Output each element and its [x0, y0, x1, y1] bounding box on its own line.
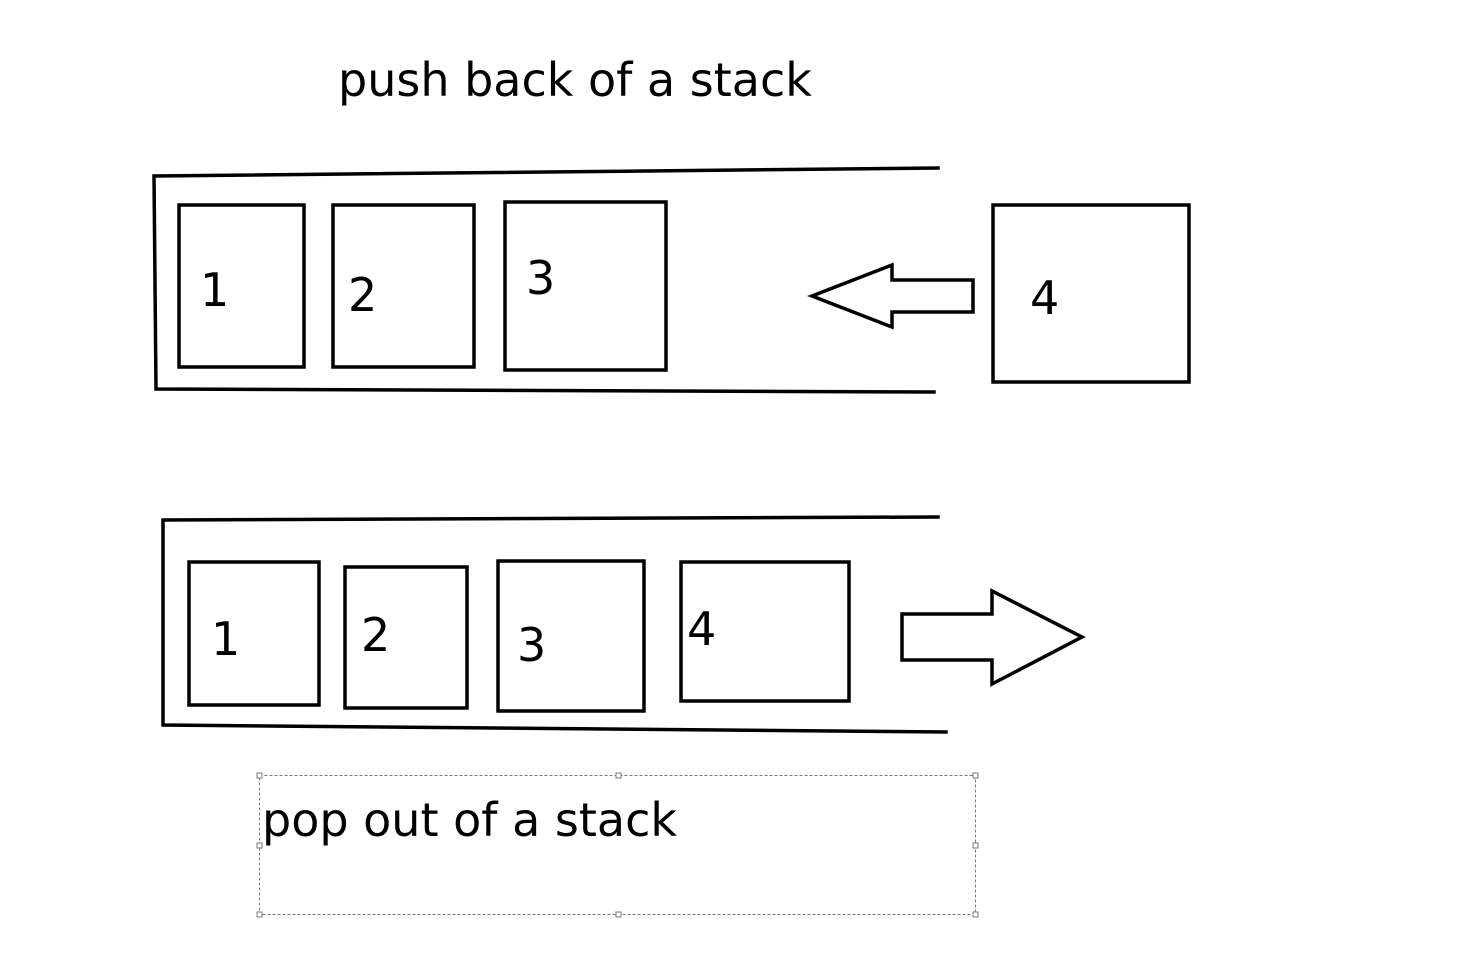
- pop-stack-item-3-label: 3: [517, 618, 546, 672]
- push-incoming-item-4: [991, 203, 1191, 384]
- push-stack-container: [152, 166, 940, 394]
- pop-stack-item-4: [679, 560, 851, 703]
- resize-handle-bottom-left[interactable]: [256, 911, 263, 918]
- resize-handle-top-right[interactable]: [972, 772, 979, 779]
- right-arrow-icon: [900, 588, 1086, 687]
- push-incoming-item-4-label: 4: [1030, 271, 1059, 325]
- push-stack-item-1-label: 1: [200, 263, 229, 317]
- pop-stack-item-3: [496, 559, 646, 713]
- pop-stack-item-2-label: 2: [361, 608, 390, 662]
- resize-handle-bottom-center[interactable]: [615, 911, 622, 918]
- resize-handle-top-center[interactable]: [615, 772, 622, 779]
- pop-section: 1 2 3 4 pop out of a stack: [161, 515, 1086, 918]
- pop-stack-item-1-label: 1: [211, 612, 240, 666]
- pop-title-textbox[interactable]: pop out of a stack: [256, 772, 979, 918]
- push-stack-item-1: [177, 203, 306, 369]
- push-section: push back of a stack 1 2 3 4: [152, 53, 1191, 394]
- pop-stack-container: [161, 515, 948, 734]
- pop-title[interactable]: pop out of a stack: [262, 793, 677, 847]
- push-stack-item-2-label: 2: [348, 268, 377, 322]
- pop-stack-item-2: [343, 565, 469, 710]
- resize-handle-top-left[interactable]: [256, 772, 263, 779]
- resize-handle-middle-right[interactable]: [972, 842, 979, 849]
- push-stack-item-3: [503, 200, 668, 372]
- pop-stack-item-4-label: 4: [687, 602, 716, 656]
- push-title: push back of a stack: [338, 53, 812, 107]
- left-arrow-icon: [807, 262, 975, 330]
- resize-handle-bottom-right[interactable]: [972, 911, 979, 918]
- push-stack-item-2: [331, 203, 476, 369]
- push-stack-item-3-label: 3: [526, 251, 555, 305]
- pop-stack-item-1: [187, 560, 321, 707]
- resize-handle-middle-left[interactable]: [256, 842, 263, 849]
